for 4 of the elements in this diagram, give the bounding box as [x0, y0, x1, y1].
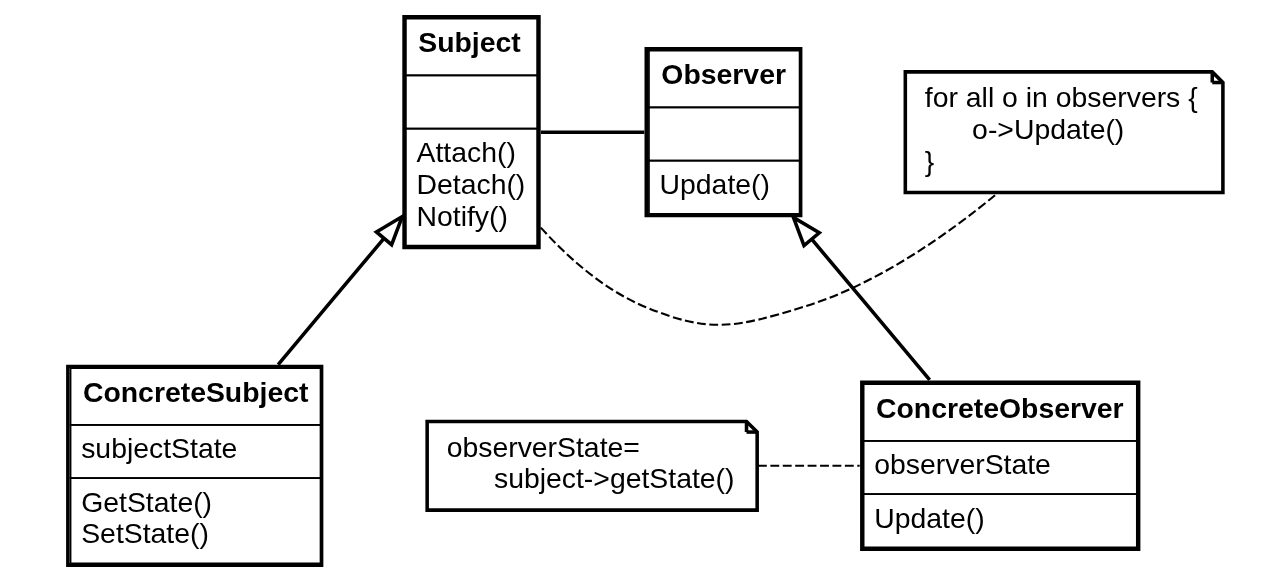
connector	[540, 130, 644, 134]
connector	[757, 464, 860, 467]
connector	[539, 191, 999, 326]
arrow	[276, 212, 406, 366]
